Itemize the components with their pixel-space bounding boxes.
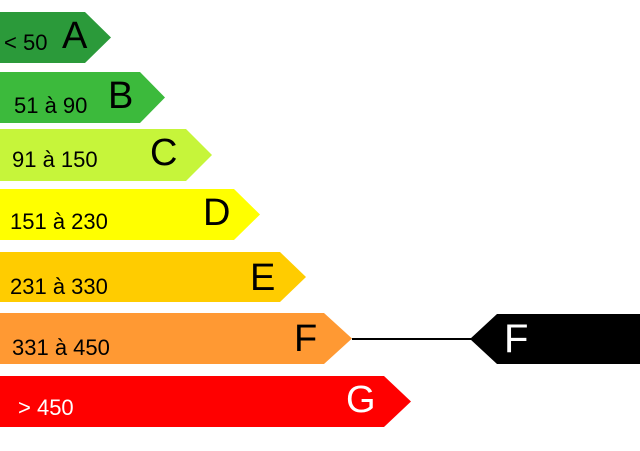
indicator-connector-line bbox=[352, 338, 472, 340]
class-letter: C bbox=[150, 132, 178, 174]
energy-class-bar-b: 51 à 90 B bbox=[0, 72, 165, 123]
class-range-label: > 450 bbox=[18, 395, 74, 420]
class-range-label: 331 à 450 bbox=[12, 335, 110, 360]
class-letter: D bbox=[203, 192, 231, 234]
class-range-label: 151 à 230 bbox=[10, 209, 108, 234]
indicator-letter: F bbox=[504, 317, 529, 361]
energy-class-bar-a: < 50 A bbox=[0, 12, 111, 63]
class-letter: B bbox=[108, 75, 134, 117]
energy-class-bar-d: 151 à 230 D bbox=[0, 189, 260, 240]
energy-class-bar-f: 331 à 450 F bbox=[0, 313, 352, 364]
class-range-label: 231 à 330 bbox=[10, 274, 108, 299]
class-range-label: < 50 bbox=[4, 30, 48, 55]
energy-class-bar-e: 231 à 330 E bbox=[0, 252, 306, 302]
energy-class-bar-g: > 450 G bbox=[0, 376, 411, 427]
class-letter: F bbox=[294, 318, 318, 360]
energy-class-bar-c: 91 à 150 C bbox=[0, 129, 212, 181]
class-range-label: 91 à 150 bbox=[12, 147, 98, 172]
class-range-label: 51 à 90 bbox=[14, 93, 88, 118]
class-letter: G bbox=[346, 379, 376, 421]
class-letter: E bbox=[250, 257, 276, 299]
current-class-indicator: F bbox=[470, 314, 640, 364]
class-letter: A bbox=[62, 15, 88, 57]
